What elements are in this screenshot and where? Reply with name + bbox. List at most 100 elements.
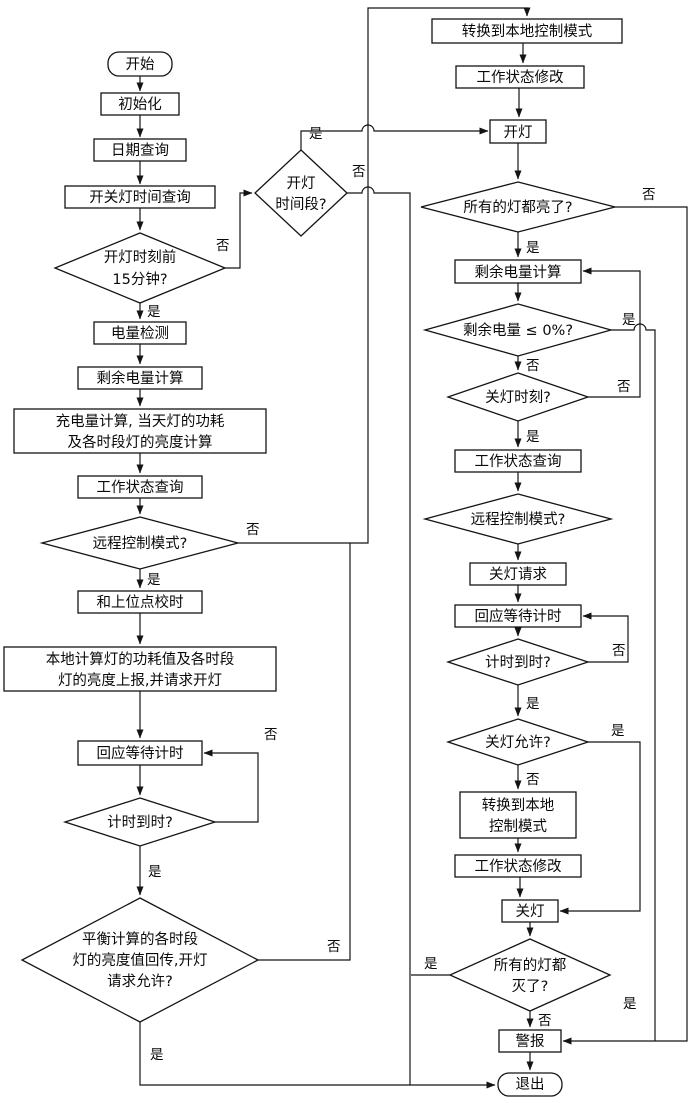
node-status-query-right [454,449,582,473]
label-balance-yes: 是 [150,1047,164,1063]
node-time-sync [77,590,203,614]
label-remote-left-yes: 是 [147,572,161,588]
label-on-period-no: 否 [352,164,366,180]
node-off-request [469,562,567,586]
node-on-period-line1: 开灯 [287,175,316,192]
node-on-period [254,149,348,237]
node-all-lights-off [448,938,612,1012]
node-switch-time-query-label: 开关灯时间查询 [89,189,191,206]
edge-balance-no-merge [258,543,351,961]
node-start [107,51,173,77]
node-off-allowed [445,718,591,766]
node-light-off-label: 关灯 [516,903,545,920]
label-battery-no: 否 [526,358,540,374]
node-date-query-label: 日期查询 [111,142,169,159]
node-switch-local-bottom-line2: 控制模式 [489,818,547,835]
node-local-calc [3,646,277,692]
node-remaining-calc-left-label: 剩余电量计算 [97,369,184,387]
node-date-query [93,138,187,162]
label-off-time-no: 否 [617,379,631,395]
edge-layer [136,7,688,1089]
node-before-on-15min [53,232,227,304]
node-timer-expired-right [445,638,591,686]
label-timer-left-yes: 是 [148,864,162,880]
node-all-lights-on-label: 所有的灯都亮了? [463,199,572,216]
edge-remote-no-switch-local-top [238,7,531,544]
node-local-calc-line1: 本地计算灯的功耗值及各时段 [46,651,235,668]
node-time-sync-label: 和上位点校时 [97,594,184,611]
node-remote-mode-right [422,493,614,545]
node-charge-calc-line1: 充电量计算, 当天灯的功耗 [56,413,225,430]
label-remote-left-no: 否 [246,522,260,538]
label-off-time-yes: 是 [526,429,540,445]
node-status-query-left [77,475,203,499]
node-init-label: 初始化 [118,96,162,113]
node-status-modify-bottom-label: 工作状态修改 [475,858,562,875]
edge-timer-no-loop-left [203,749,259,823]
label-off-allowed-no: 否 [526,772,540,788]
node-light-on-label: 开灯 [504,124,533,141]
node-before-on-15min-line1: 开灯时刻前 [104,249,177,266]
label-balance-no: 否 [327,939,341,955]
node-power-detect [93,321,187,345]
node-battery-empty-label: 剩余电量 ≤ 0%? [463,321,573,339]
node-timer-expired-left [62,797,218,847]
label-timer-right-yes: 是 [526,696,540,712]
label-battery-yes-repeat: 是 [623,996,637,1012]
edge-battery-yes-alarm [611,323,656,1041]
node-switch-local-bottom [459,791,577,839]
node-response-wait-left [77,740,203,766]
node-off-request-label: 关灯请求 [489,566,547,583]
label-all-on-no: 否 [642,187,656,203]
node-light-off [501,899,559,923]
edge-on-period-yes-light-on [300,124,489,150]
node-remote-mode-right-label: 远程控制模式? [471,511,566,528]
node-exit-label: 退出 [516,1076,545,1093]
label-timer-right-no: 否 [612,643,626,659]
node-charge-calc-line2: 及各时段灯的亮度计算 [68,434,213,451]
node-response-wait-left-label: 回应等待计时 [97,744,184,762]
node-all-lights-off-line2: 灭了? [512,978,549,995]
node-off-time [445,372,591,422]
node-remaining-calc-right [454,259,582,284]
node-status-modify-top-label: 工作状态修改 [477,69,564,86]
label-all-off-no: 否 [538,1013,552,1029]
edge-timer-right-no-loop [582,612,629,663]
label-before15-yes: 是 [147,304,161,320]
edge-on-period-no-down [347,186,411,1085]
node-remote-mode-left-label: 远程控制模式? [93,535,188,552]
node-switch-local-bottom-line1: 转换到本地 [482,797,555,814]
node-battery-empty [422,303,614,357]
node-remote-mode-left [39,516,241,570]
label-off-allowed-yes: 是 [611,723,625,739]
label-timer-left-no: 否 [264,727,278,743]
node-switch-local-top [431,18,623,44]
node-balance-allowed-line3: 请求允许? [107,973,173,990]
label-all-on-yes: 是 [526,240,540,256]
node-layer: 开始 初始化 日期查询 开关灯时间查询 开灯时刻前 15分钟? 电量检测 剩余电… [3,18,623,1097]
node-light-on [489,119,547,144]
node-balance-allowed-line1: 平衡计算的各时段 [82,931,198,948]
node-charge-calc [13,408,267,454]
node-off-allowed-label: 关灯允许? [485,734,551,751]
node-before-on-15min-line2: 15分钟? [112,271,167,288]
node-off-time-label: 关灯时刻? [485,389,551,406]
label-before15-no: 否 [216,238,230,254]
branch-label-layer: 是 否 是 否 否 是 否 是 否 是 否 是 是 否 否 是 否 是 是 否 … [147,126,656,1063]
node-local-calc-line2: 灯的亮度上报,并请求开灯 [58,672,222,689]
node-status-query-left-label: 工作状态查询 [97,479,184,496]
node-exit [497,1072,563,1097]
node-start-label: 开始 [126,56,155,73]
node-remaining-calc-right-label: 剩余电量计算 [475,263,562,281]
edge-balance-yes-exit [139,1022,496,1089]
node-switch-time-query [64,185,216,209]
label-battery-yes: 是 [622,312,636,328]
node-all-lights-off-line1: 所有的灯都 [494,957,567,974]
node-remaining-calc-left [77,366,203,390]
node-response-wait-right-label: 回应等待计时 [475,607,562,625]
node-balance-allowed-line2: 灯的亮度值回传,开灯 [72,952,207,969]
node-on-period-line2: 时间段? [275,196,326,213]
node-all-lights-on [420,181,616,233]
label-all-off-yes: 是 [424,956,438,972]
